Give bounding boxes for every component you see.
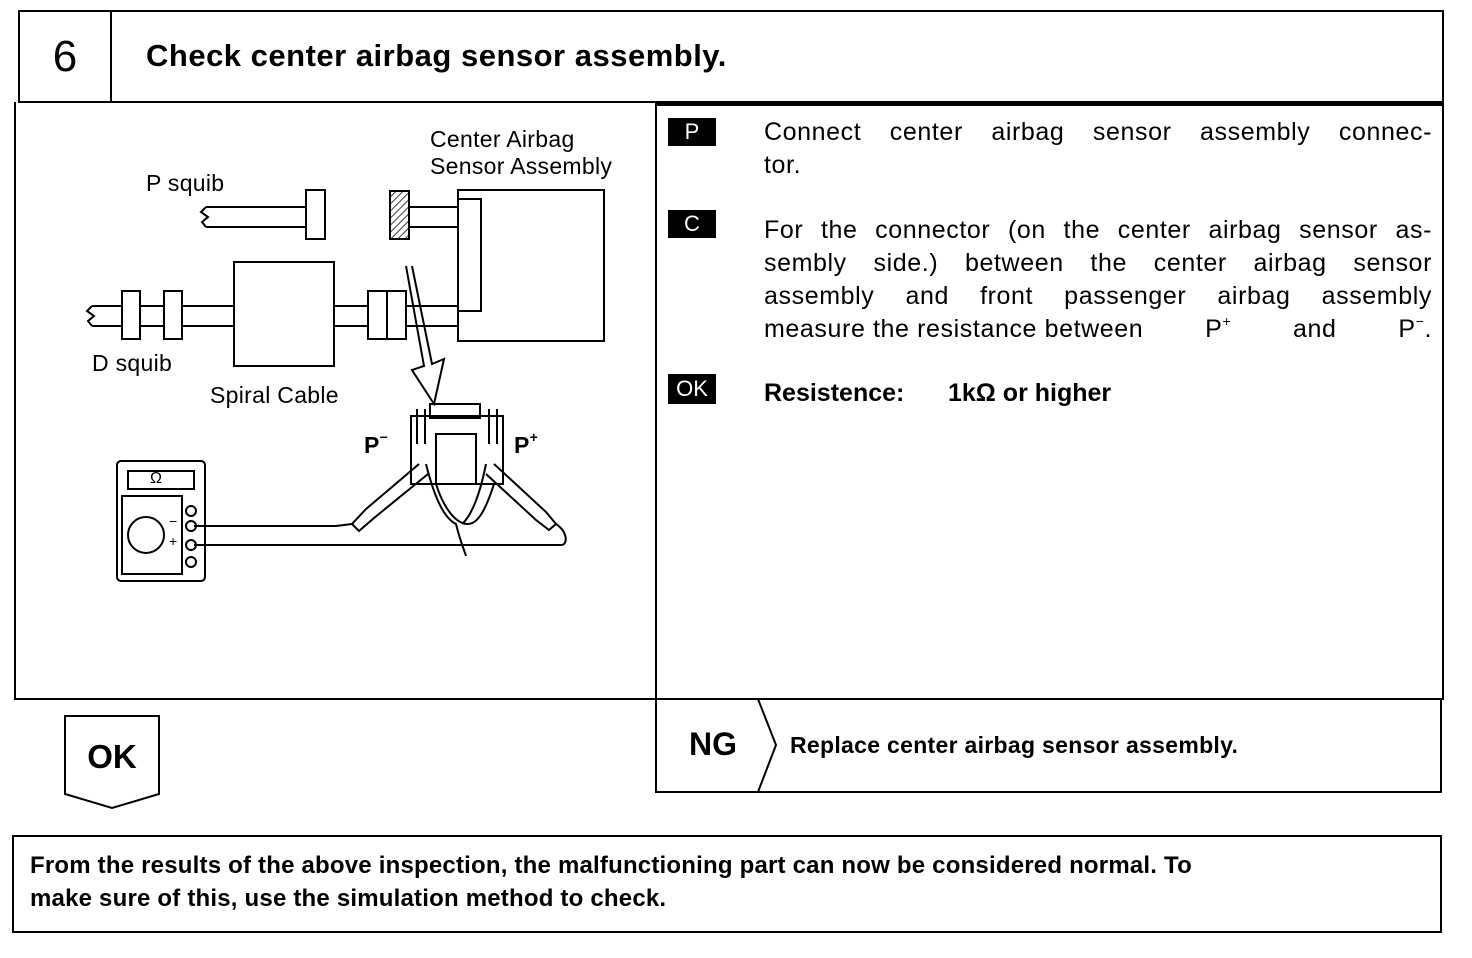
check-line4-text: measure the resistance between	[764, 315, 1144, 343]
multimeter-jack-4	[185, 556, 197, 568]
check-p-plus-letter: P	[1205, 315, 1223, 343]
step-number: 6	[52, 31, 78, 81]
check-p-plus-sup: +	[1222, 313, 1232, 329]
multimeter-body	[116, 460, 206, 582]
spiral-cable-box	[233, 261, 335, 367]
label-p-minus-text: P	[364, 432, 380, 458]
badge-check: C	[668, 210, 716, 238]
multimeter-jack-3	[185, 539, 197, 551]
p-squib-cable	[199, 206, 306, 228]
check-line4-period: .	[1424, 315, 1432, 343]
multimeter-dial	[127, 516, 165, 554]
sensor-hatched-connector	[389, 190, 410, 240]
label-p-plus-text: P	[514, 432, 530, 458]
d-squib-cable	[85, 305, 122, 327]
check-line2: sembly side.) between the center airbag …	[764, 249, 1432, 277]
lead-plus	[194, 523, 567, 546]
step-number-divider	[110, 10, 112, 103]
label-p-squib: P squib	[146, 170, 225, 196]
label-p-minus: P−	[364, 429, 389, 459]
check-line1: For the connector (on the center airbag …	[764, 216, 1432, 244]
ng-chevron	[756, 698, 780, 793]
ng-action: Replace center airbag sensor assembly.	[790, 732, 1239, 758]
label-center-airbag-2: Sensor Assembly	[430, 153, 613, 179]
diagram-svg	[85, 189, 605, 582]
column-divider	[655, 102, 657, 700]
badge-prep: P	[668, 118, 716, 146]
ng-result-box	[655, 698, 1442, 793]
ok-pentagon	[64, 715, 160, 810]
meter-minus: −	[169, 513, 178, 529]
note-box	[12, 835, 1442, 933]
prep-line1: Connect center airbag sensor assembly co…	[764, 118, 1432, 146]
meter-plus: +	[169, 533, 178, 549]
spiral-cable-connector-2	[386, 290, 407, 340]
label-spiral-cable: Spiral Cable	[210, 382, 339, 408]
ng-chevron-svg	[757, 698, 778, 793]
label-d-squib: D squib	[92, 350, 173, 376]
label-center-airbag-1: Center Airbag	[430, 126, 575, 152]
lead-minus	[194, 523, 353, 527]
center-airbag-sensor-body	[457, 189, 605, 342]
multimeter-panel	[121, 495, 183, 575]
ok-resistance-label: Resistence:	[764, 379, 905, 407]
probe-plus	[485, 463, 558, 532]
d-squib-connector-2	[163, 290, 183, 340]
badge-ok: OK	[668, 374, 716, 404]
wire-bundle	[425, 463, 495, 557]
label-p-minus-sup: −	[379, 429, 389, 445]
inspection-diagram	[16, 104, 653, 698]
check-line4-p-minus: P−.	[1398, 313, 1432, 349]
label-p-plus: P+	[514, 429, 539, 459]
spiral-cable-connector-1	[367, 290, 388, 340]
check-line4-and: and	[1293, 315, 1337, 343]
check-p-minus-sup: −	[1415, 313, 1425, 329]
check-line3: assembly and front passenger airbag asse…	[764, 282, 1432, 310]
check-line4: measure the resistance between P+ and P−…	[764, 313, 1432, 349]
ok-resistance-value: 1kΩ or higher	[948, 379, 1112, 407]
note-line2: make sure of this, use the simulation me…	[30, 885, 667, 912]
p-squib-connector	[305, 189, 326, 240]
prep-line2: tor.	[764, 151, 802, 179]
callout-arrow	[405, 265, 446, 407]
multimeter-jack-2	[185, 520, 197, 532]
connector-inner	[435, 433, 477, 485]
check-line4-p-plus: P+	[1205, 313, 1231, 349]
note-line1: From the results of the above inspection…	[30, 852, 1192, 879]
multimeter-jack-1	[185, 505, 197, 517]
ok-result-label: OK	[87, 738, 137, 775]
check-p-minus-letter: P	[1398, 315, 1416, 343]
ng-result-label: NG	[689, 726, 737, 762]
probe-minus	[350, 463, 429, 533]
meter-unit: Ω	[150, 470, 163, 487]
d-squib-connector-1	[121, 290, 141, 340]
connector-latch	[429, 403, 481, 419]
header-underline-right	[655, 102, 1444, 106]
ok-result-box	[62, 714, 162, 810]
multimeter-display	[127, 470, 195, 490]
step-title: Check center airbag sensor assembly.	[146, 38, 727, 73]
label-p-plus-sup: +	[529, 429, 539, 445]
center-airbag-sensor-connector-plate	[457, 198, 482, 312]
